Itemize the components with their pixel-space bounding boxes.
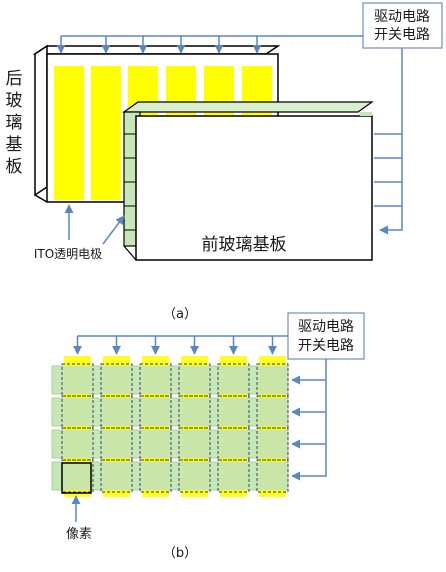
pixel-overlap: [64, 430, 91, 458]
pixel-cell: [100, 427, 133, 461]
panel-b-wires: [73, 335, 327, 481]
right-bus-wire: [379, 48, 403, 235]
pixel-overlap: [64, 462, 91, 490]
caption-a: （a）: [163, 307, 197, 322]
ito-arrows: [64, 204, 125, 245]
back-glass-label: 后 玻 璃 基 板: [6, 69, 23, 177]
pixel-overlap: [259, 398, 286, 426]
driver-label-b-1: 驱动电路: [298, 319, 354, 335]
pixel-cell: [256, 459, 289, 493]
pixel-overlap: [103, 430, 130, 458]
pixel-overlap: [220, 430, 247, 458]
pixel-cell: [100, 395, 133, 429]
pixel-overlap: [259, 430, 286, 458]
panel-a: 驱动电路 开关电路 后 玻 璃 基 板 前玻璃基板 ITO透明电极 （a）: [6, 2, 443, 322]
back-electrode-wires: [56, 35, 363, 54]
pixel-cell: [139, 427, 172, 461]
pixel-cell: [256, 363, 289, 397]
pixel-cells: [61, 363, 289, 493]
caption-b: （b）: [163, 546, 197, 561]
pixel-cell: [61, 395, 94, 429]
pixel-label: 像素: [66, 527, 92, 542]
back-glass-char-5: 板: [6, 157, 23, 177]
pixel-overlap: [103, 462, 130, 490]
pixel-cell: [256, 427, 289, 461]
front-glass-substrate: [122, 101, 374, 261]
ito-strip: [91, 66, 121, 200]
back-glass-char-3: 璃: [6, 113, 23, 133]
back-glass-char-1: 后: [6, 69, 23, 89]
driver-label-a-1: 驱动电路: [374, 9, 430, 25]
pixel-overlap: [142, 398, 169, 426]
pixel-overlap: [181, 430, 208, 458]
pixel-cell: [256, 395, 289, 429]
back-glass-char-2: 玻: [6, 91, 23, 111]
highlighted-pixel: [61, 462, 92, 494]
pixel-overlap: [259, 366, 286, 394]
pixel-cell: [139, 363, 172, 397]
ito-strip: [54, 66, 84, 200]
pixel-cell: [61, 427, 94, 461]
ito-label: ITO透明电极: [34, 247, 102, 261]
column-electrodes: [64, 356, 286, 497]
pixel-overlap: [220, 366, 247, 394]
driver-label-a-2: 开关电路: [374, 27, 430, 43]
pixel-overlap: [181, 462, 208, 490]
pixel-cell: [217, 363, 250, 397]
pixel-overlap: [181, 398, 208, 426]
pixel-overlap: [142, 462, 169, 490]
pixel-cell: [100, 363, 133, 397]
driver-circuit-box-b: 驱动电路 开关电路: [287, 312, 365, 360]
pixel-cell: [100, 459, 133, 493]
front-glass-label: 前玻璃基板: [202, 235, 287, 255]
pixel-overlap: [220, 462, 247, 490]
pixel-overlap: [259, 462, 286, 490]
pixel-overlap: [142, 366, 169, 394]
back-glass-char-4: 基: [6, 135, 23, 155]
pixel-cell: [217, 427, 250, 461]
pixel-overlap: [64, 366, 91, 394]
pixel-cell: [178, 363, 211, 397]
pixel-cell: [217, 395, 250, 429]
front-electrode-wires: [374, 48, 403, 235]
pixel-overlap: [103, 366, 130, 394]
driver-label-b-2: 开关电路: [298, 338, 354, 354]
b-right-bus-wire: [291, 359, 327, 481]
pixel-cell: [139, 395, 172, 429]
pixel-cell: [178, 395, 211, 429]
driver-circuit-box-a: 驱动电路 开关电路: [362, 2, 443, 49]
pixel-overlap: [64, 398, 91, 426]
pixel-cell: [178, 459, 211, 493]
pixel-overlap: [142, 430, 169, 458]
pixel-cell: [139, 459, 172, 493]
pixel-overlap: [103, 398, 130, 426]
panel-b: 驱动电路 开关电路 像素 （b）: [51, 312, 365, 561]
pixel-overlap: [181, 366, 208, 394]
pixel-overlap: [220, 398, 247, 426]
pixel-cell: [217, 459, 250, 493]
pixel-cell: [178, 427, 211, 461]
pixel-cell: [61, 363, 94, 397]
